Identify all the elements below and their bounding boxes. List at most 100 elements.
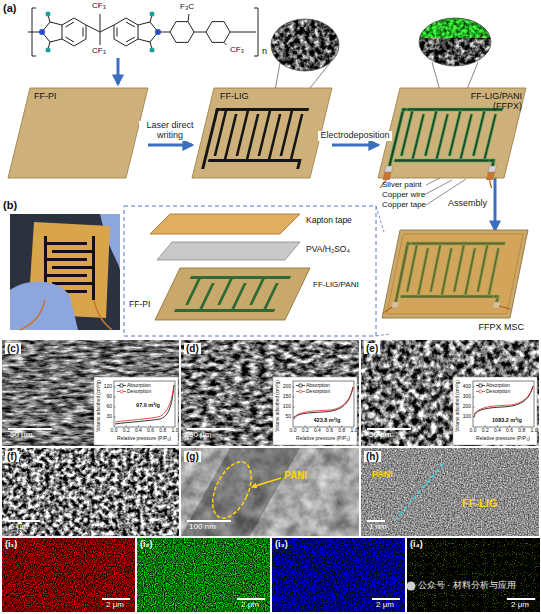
isotherm-inset xyxy=(453,377,537,445)
sem-image xyxy=(181,340,359,446)
device-photo xyxy=(52,282,92,285)
microscopy-image xyxy=(181,448,359,536)
legend-swatch xyxy=(479,384,482,387)
process-arrow xyxy=(494,178,497,230)
surface-area-value: 97.0 m²/g xyxy=(136,402,160,408)
isotherm-inset xyxy=(473,381,534,427)
chemical-structure xyxy=(170,22,194,43)
isotherm-inset xyxy=(114,381,175,427)
isotherm-inset xyxy=(115,385,174,422)
microscopy-image xyxy=(205,456,259,524)
electrode-finger xyxy=(448,111,462,156)
tick-label: 0.6 xyxy=(147,428,154,434)
electrode-finger xyxy=(220,108,309,111)
legend-item: Desorption xyxy=(117,389,151,395)
film-pattern xyxy=(380,108,511,188)
exploded-view xyxy=(199,283,215,309)
zoom-bubble xyxy=(419,18,491,66)
film-shape xyxy=(382,230,528,334)
electrode-finger xyxy=(208,159,297,162)
legend-swatch xyxy=(476,383,485,388)
legend-swatch xyxy=(117,385,126,386)
tick-label: 200 xyxy=(283,384,291,390)
chemical-structure xyxy=(117,22,135,42)
chemical-structure xyxy=(48,15,50,49)
chemical-structure xyxy=(46,48,51,53)
panel-label: (e) xyxy=(364,343,380,354)
microscopy-image xyxy=(2,448,539,536)
electrode-finger xyxy=(280,111,294,156)
legend-swatch xyxy=(117,391,126,392)
chemical-structure xyxy=(114,18,138,46)
tick-label: 0.4 xyxy=(494,428,501,434)
chemical-structure xyxy=(155,29,161,35)
exploded-view xyxy=(185,279,201,305)
legend-swatch xyxy=(299,390,302,393)
step-label: Assembly xyxy=(446,199,489,209)
scale-bar-label: 2 μm xyxy=(511,601,529,610)
tick-label: 200 xyxy=(463,404,471,410)
eds-map xyxy=(407,538,540,612)
eds-map xyxy=(407,582,416,591)
panel-label: (a) xyxy=(3,2,16,14)
step-label: Laser direct writing xyxy=(139,121,201,141)
chemical-group: F₃C xyxy=(180,3,194,12)
tick-label: 100 xyxy=(463,414,471,420)
legend-item: Desorption xyxy=(296,389,330,395)
tick-label: 0.2 xyxy=(302,428,309,434)
exploded-view xyxy=(263,283,279,309)
isotherm-inset xyxy=(294,387,353,419)
exploded-view xyxy=(174,276,291,312)
stage-label: FFPX MSC xyxy=(478,322,524,332)
scale-bar-label: 5 μm xyxy=(10,523,28,532)
chemical-structure xyxy=(150,12,155,17)
annotation: PANI xyxy=(372,470,393,480)
tick-label: 30 xyxy=(106,414,112,420)
axis-title: Volume adsorbed (cm³/g) xyxy=(455,380,460,432)
electrode-finger xyxy=(459,114,473,159)
legend-swatch xyxy=(476,385,485,386)
microscopy-image xyxy=(361,448,539,536)
electrode-finger xyxy=(295,159,301,162)
tick-label: 120 xyxy=(104,384,112,390)
electrode-finger xyxy=(258,111,272,156)
tick-label: 0.8 xyxy=(338,428,345,434)
tick-label: 0.0 xyxy=(470,428,477,434)
device-photo xyxy=(10,214,120,330)
exploded-view xyxy=(190,276,291,279)
film-shape xyxy=(8,88,148,178)
chemical-structure xyxy=(254,8,258,56)
panel-label: (i₂) xyxy=(140,540,153,550)
copper-tape xyxy=(486,166,496,180)
legend-item: Desorption xyxy=(476,389,510,395)
chemical-structure xyxy=(224,42,227,45)
microscopy-image xyxy=(181,448,300,536)
chemical-structure xyxy=(150,48,155,53)
process-stage: FFPX MSC xyxy=(382,230,528,334)
device-photo xyxy=(52,250,92,253)
isotherm-inset xyxy=(293,381,354,427)
legend-swatch xyxy=(476,391,485,392)
device-photo xyxy=(47,242,87,245)
tick-label: 1.0 xyxy=(531,428,538,434)
eds-map xyxy=(2,538,135,612)
zoom-bubble xyxy=(271,19,339,71)
isotherm-inset xyxy=(453,377,537,445)
tick-label: 0.2 xyxy=(123,428,130,434)
process-stage: FF-LIG xyxy=(192,88,332,178)
isotherm-inset xyxy=(474,386,533,417)
process-stage: FF-LIG/PANI (FFPX) xyxy=(378,88,526,178)
microscopy-image xyxy=(252,478,281,487)
tick-label: 1.0 xyxy=(351,428,358,434)
legend-swatch xyxy=(299,384,302,387)
isotherm-inset xyxy=(293,387,342,427)
isotherm-inset xyxy=(474,386,533,414)
callout-label: Copper wire xyxy=(382,191,425,200)
scale-bar-label: 50 μm xyxy=(369,431,391,440)
chemical-structure xyxy=(46,12,51,17)
process-stage: FF-PI xyxy=(8,88,148,178)
annotation: PANI xyxy=(284,470,307,481)
legend-text: Desorption xyxy=(306,389,330,395)
electrode-finger xyxy=(394,159,491,162)
device-photo xyxy=(92,236,95,300)
